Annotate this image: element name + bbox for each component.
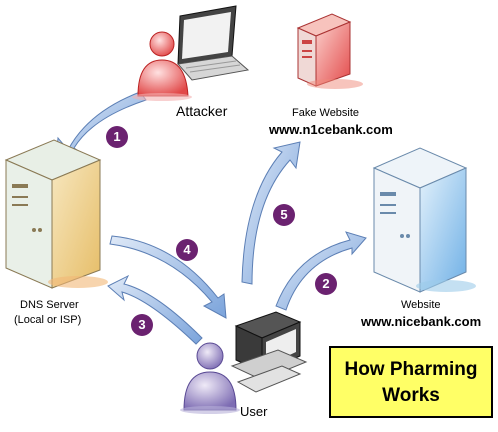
fake-website-url: www.n1cebank.com: [269, 122, 393, 137]
website-url: www.nicebank.com: [361, 314, 482, 329]
title-box: How Pharming Works: [329, 346, 493, 418]
dns-server-label: DNS Server: [20, 299, 79, 311]
attacker-label: Attacker: [176, 103, 228, 119]
user-icon: [180, 342, 240, 414]
website-server-icon: [372, 147, 476, 293]
fake-website-label: Fake Website: [292, 107, 360, 119]
arrow-step-3: [107, 274, 203, 345]
arrow-step-2: [275, 231, 367, 311]
title-line-1: How Pharming: [344, 359, 478, 380]
attacker-icon: [132, 5, 250, 101]
step-badge-1: 1: [106, 126, 128, 148]
arrow-step-5: [241, 141, 301, 285]
step-badge-2: 2: [315, 273, 337, 295]
dns-server-icon: [4, 139, 108, 289]
arrow-step-4: [109, 235, 227, 319]
step-badge-5: 5: [273, 204, 295, 226]
user-label: User: [240, 404, 268, 419]
step-badge-4: 4: [176, 239, 198, 261]
website-label: Website: [401, 299, 441, 311]
fake-server-icon: [296, 13, 363, 89]
dns-server-sublabel: (Local or ISP): [14, 314, 82, 326]
step-badge-3: 3: [131, 314, 153, 336]
title-line-2: Works: [382, 385, 440, 406]
user-computer-icon: [230, 311, 308, 393]
